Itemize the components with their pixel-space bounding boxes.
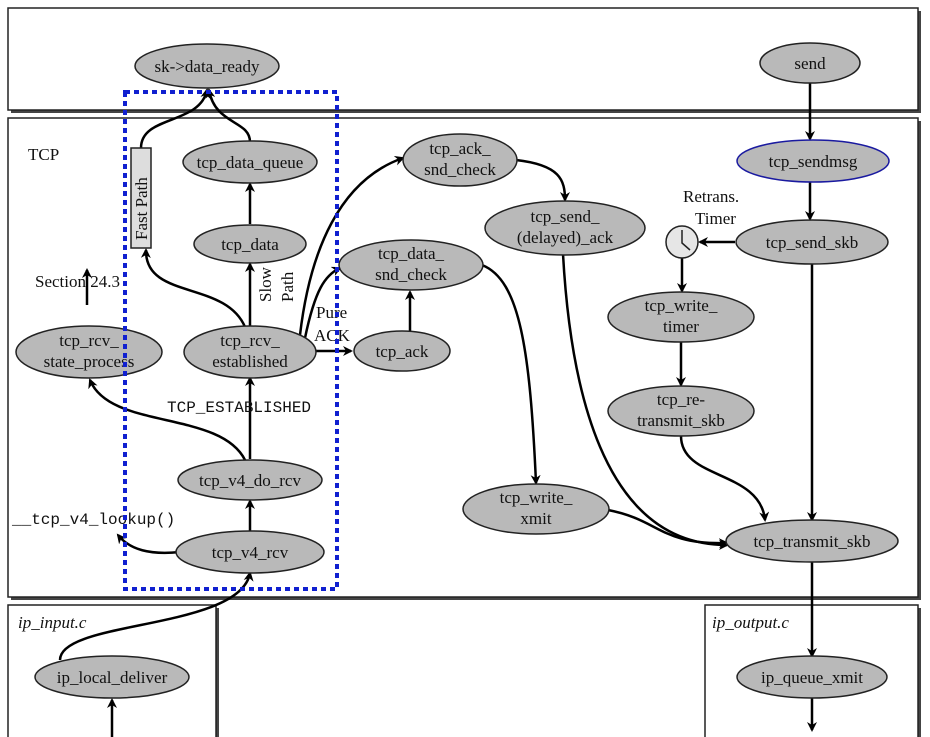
edges: [58, 83, 817, 737]
svg-text:tcp_ack_: tcp_ack_: [429, 139, 491, 158]
svg-text:tcp_write_: tcp_write_: [645, 296, 718, 315]
node-tcp-send-skb: tcp_send_skb: [735, 219, 889, 265]
ip-input-label: ip_input.c: [18, 613, 87, 632]
pure-ack-label-2: ACK: [314, 326, 351, 345]
svg-text:tcp_send_skb: tcp_send_skb: [766, 233, 859, 252]
svg-text:tcp_v4_rcv: tcp_v4_rcv: [212, 543, 289, 562]
svg-text:send: send: [794, 54, 826, 73]
slow-path-label-2: Path: [278, 271, 297, 302]
svg-text:timer: timer: [663, 317, 699, 336]
svg-text:tcp_write_: tcp_write_: [500, 488, 573, 507]
tcp-established-label: TCP_ESTABLISHED: [167, 399, 311, 417]
fast-path-box: Fast Path: [130, 147, 152, 249]
node-ip-queue-xmit: ip_queue_xmit: [736, 655, 888, 699]
svg-text:ip_local_deliver: ip_local_deliver: [57, 668, 168, 687]
svg-text:(delayed)_ack: (delayed)_ack: [517, 228, 614, 247]
svg-text:established: established: [212, 352, 288, 371]
node-sk-data-ready: sk->data_ready: [134, 43, 280, 89]
svg-text:transmit_skb: transmit_skb: [637, 411, 725, 430]
node-tcp-data-snd-check: tcp_data_ snd_check: [338, 239, 484, 291]
svg-text:tcp_v4_do_rcv: tcp_v4_do_rcv: [199, 471, 301, 490]
svg-text:tcp_transmit_skb: tcp_transmit_skb: [753, 532, 870, 551]
node-tcp-send-delayed-ack: tcp_send_ (delayed)_ack: [484, 200, 646, 256]
svg-text:tcp_ack: tcp_ack: [376, 342, 429, 361]
node-tcp-write-xmit: tcp_write_xmit: [462, 483, 610, 535]
pure-ack-label-1: Pure: [316, 303, 347, 322]
svg-text:xmit: xmit: [520, 509, 551, 528]
section-label: Section 24.3: [35, 272, 120, 291]
node-ip-local-deliver: ip_local_deliver: [34, 655, 190, 699]
lookup-label: __tcp_v4_lookup(): [11, 511, 175, 529]
svg-text:ip_queue_xmit: ip_queue_xmit: [761, 668, 863, 687]
svg-text:tcp_sendmsg: tcp_sendmsg: [769, 152, 858, 171]
svg-text:state_process: state_process: [44, 352, 135, 371]
node-tcp-ack-snd-check: tcp_ack_ snd_check: [402, 133, 518, 187]
svg-text:tcp_data_queue: tcp_data_queue: [197, 153, 304, 172]
node-tcp-write-timer: tcp_write_timer: [607, 291, 755, 343]
node-send: send: [759, 42, 861, 84]
svg-text:sk->data_ready: sk->data_ready: [155, 57, 260, 76]
svg-text:tcp_re-: tcp_re-: [657, 390, 705, 409]
ip-output-label: ip_output.c: [712, 613, 789, 632]
svg-text:tcp_send_: tcp_send_: [531, 207, 600, 226]
svg-text:tcp_rcv_: tcp_rcv_: [59, 331, 119, 350]
node-tcp-v4-rcv: tcp_v4_rcv: [175, 530, 325, 574]
svg-text:snd_check: snd_check: [375, 265, 447, 284]
slow-path-label-1: Slow: [256, 266, 275, 302]
node-tcp-ack: tcp_ack: [353, 330, 451, 372]
svg-text:tcp_rcv_: tcp_rcv_: [220, 331, 280, 350]
node-tcp-data-queue: tcp_data_queue: [182, 140, 318, 184]
node-tcp-rcv-state-process: tcp_rcv_ state_process: [15, 325, 163, 379]
svg-text:snd_check: snd_check: [424, 160, 496, 179]
svg-text:tcp_data_: tcp_data_: [378, 244, 445, 263]
fast-path-label: Fast Path: [132, 177, 151, 240]
tcp-region-label: TCP: [28, 145, 59, 164]
svg-text:tcp_data: tcp_data: [221, 235, 279, 254]
node-tcp-data: tcp_data: [193, 224, 307, 264]
retrans-timer-label-2: Timer: [695, 209, 736, 228]
highlight-dashed-box: [123, 90, 339, 591]
node-tcp-retransmit-skb: tcp_re-transmit_skb: [607, 385, 755, 437]
retrans-timer-label-1: Retrans.: [683, 187, 739, 206]
node-tcp-sendmsg: tcp_sendmsg: [736, 139, 890, 183]
clock-icon: [665, 225, 699, 259]
node-tcp-v4-do-rcv: tcp_v4_do_rcv: [177, 459, 323, 501]
node-tcp-transmit-skb: tcp_transmit_skb: [725, 519, 899, 563]
node-tcp-rcv-established: tcp_rcv_ established: [183, 325, 317, 379]
